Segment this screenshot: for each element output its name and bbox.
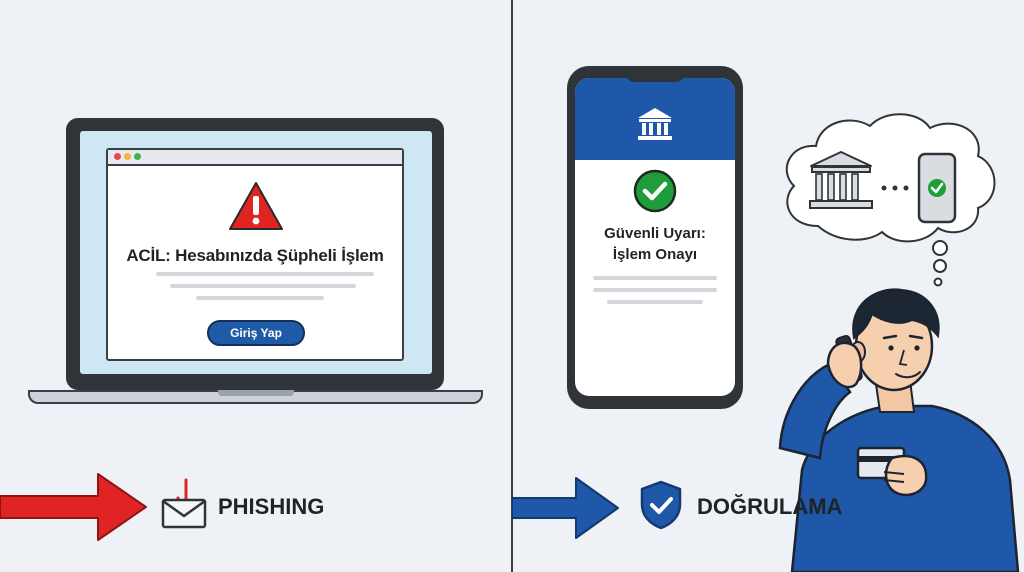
dots-icon [881, 185, 909, 191]
center-divider [511, 0, 513, 572]
laptop-notch [218, 390, 294, 396]
close-dot-icon[interactable] [114, 153, 121, 160]
phone-notch [626, 70, 684, 82]
bank-icon [809, 151, 873, 209]
phone-check-icon [917, 152, 957, 224]
login-button[interactable]: Giriş Yap [207, 320, 305, 346]
text-placeholder-line [593, 276, 717, 280]
check-circle-icon [633, 169, 677, 213]
phone-header [575, 78, 735, 160]
browser-titlebar [108, 150, 402, 166]
browser-window: ACİL: Hesabınızda Şüpheli İşlem Giriş Ya… [106, 148, 404, 361]
text-placeholder-line [593, 288, 717, 292]
alert-title: ACİL: Hesabınızda Şüpheli İşlem [126, 246, 384, 265]
warning-triangle-icon [229, 182, 283, 230]
hooked-envelope-icon [161, 478, 207, 529]
phone-alert-title-line2: İşlem Onayı [612, 246, 698, 263]
text-placeholder-line [607, 300, 703, 304]
phone-screen: Güvenli Uyarı: İşlem Onayı [575, 78, 735, 396]
text-placeholder-line [196, 296, 324, 300]
blue-arrow-icon [512, 477, 619, 539]
text-placeholder-line [170, 284, 356, 288]
phishing-label: PHISHING [218, 494, 325, 519]
verification-label: DOĞRULAMA [697, 494, 843, 519]
bank-icon [638, 108, 672, 140]
red-arrow-icon [0, 473, 147, 541]
minimize-dot-icon[interactable] [124, 153, 131, 160]
person-on-phone-illustration [778, 288, 1020, 572]
thought-bubble [785, 113, 996, 256]
text-placeholder-line [156, 272, 374, 276]
maximize-dot-icon[interactable] [134, 153, 141, 160]
thought-bubble-dots [933, 259, 947, 287]
phone-alert-title-line1: Güvenli Uyarı: [604, 225, 706, 242]
shield-check-icon [640, 480, 682, 530]
